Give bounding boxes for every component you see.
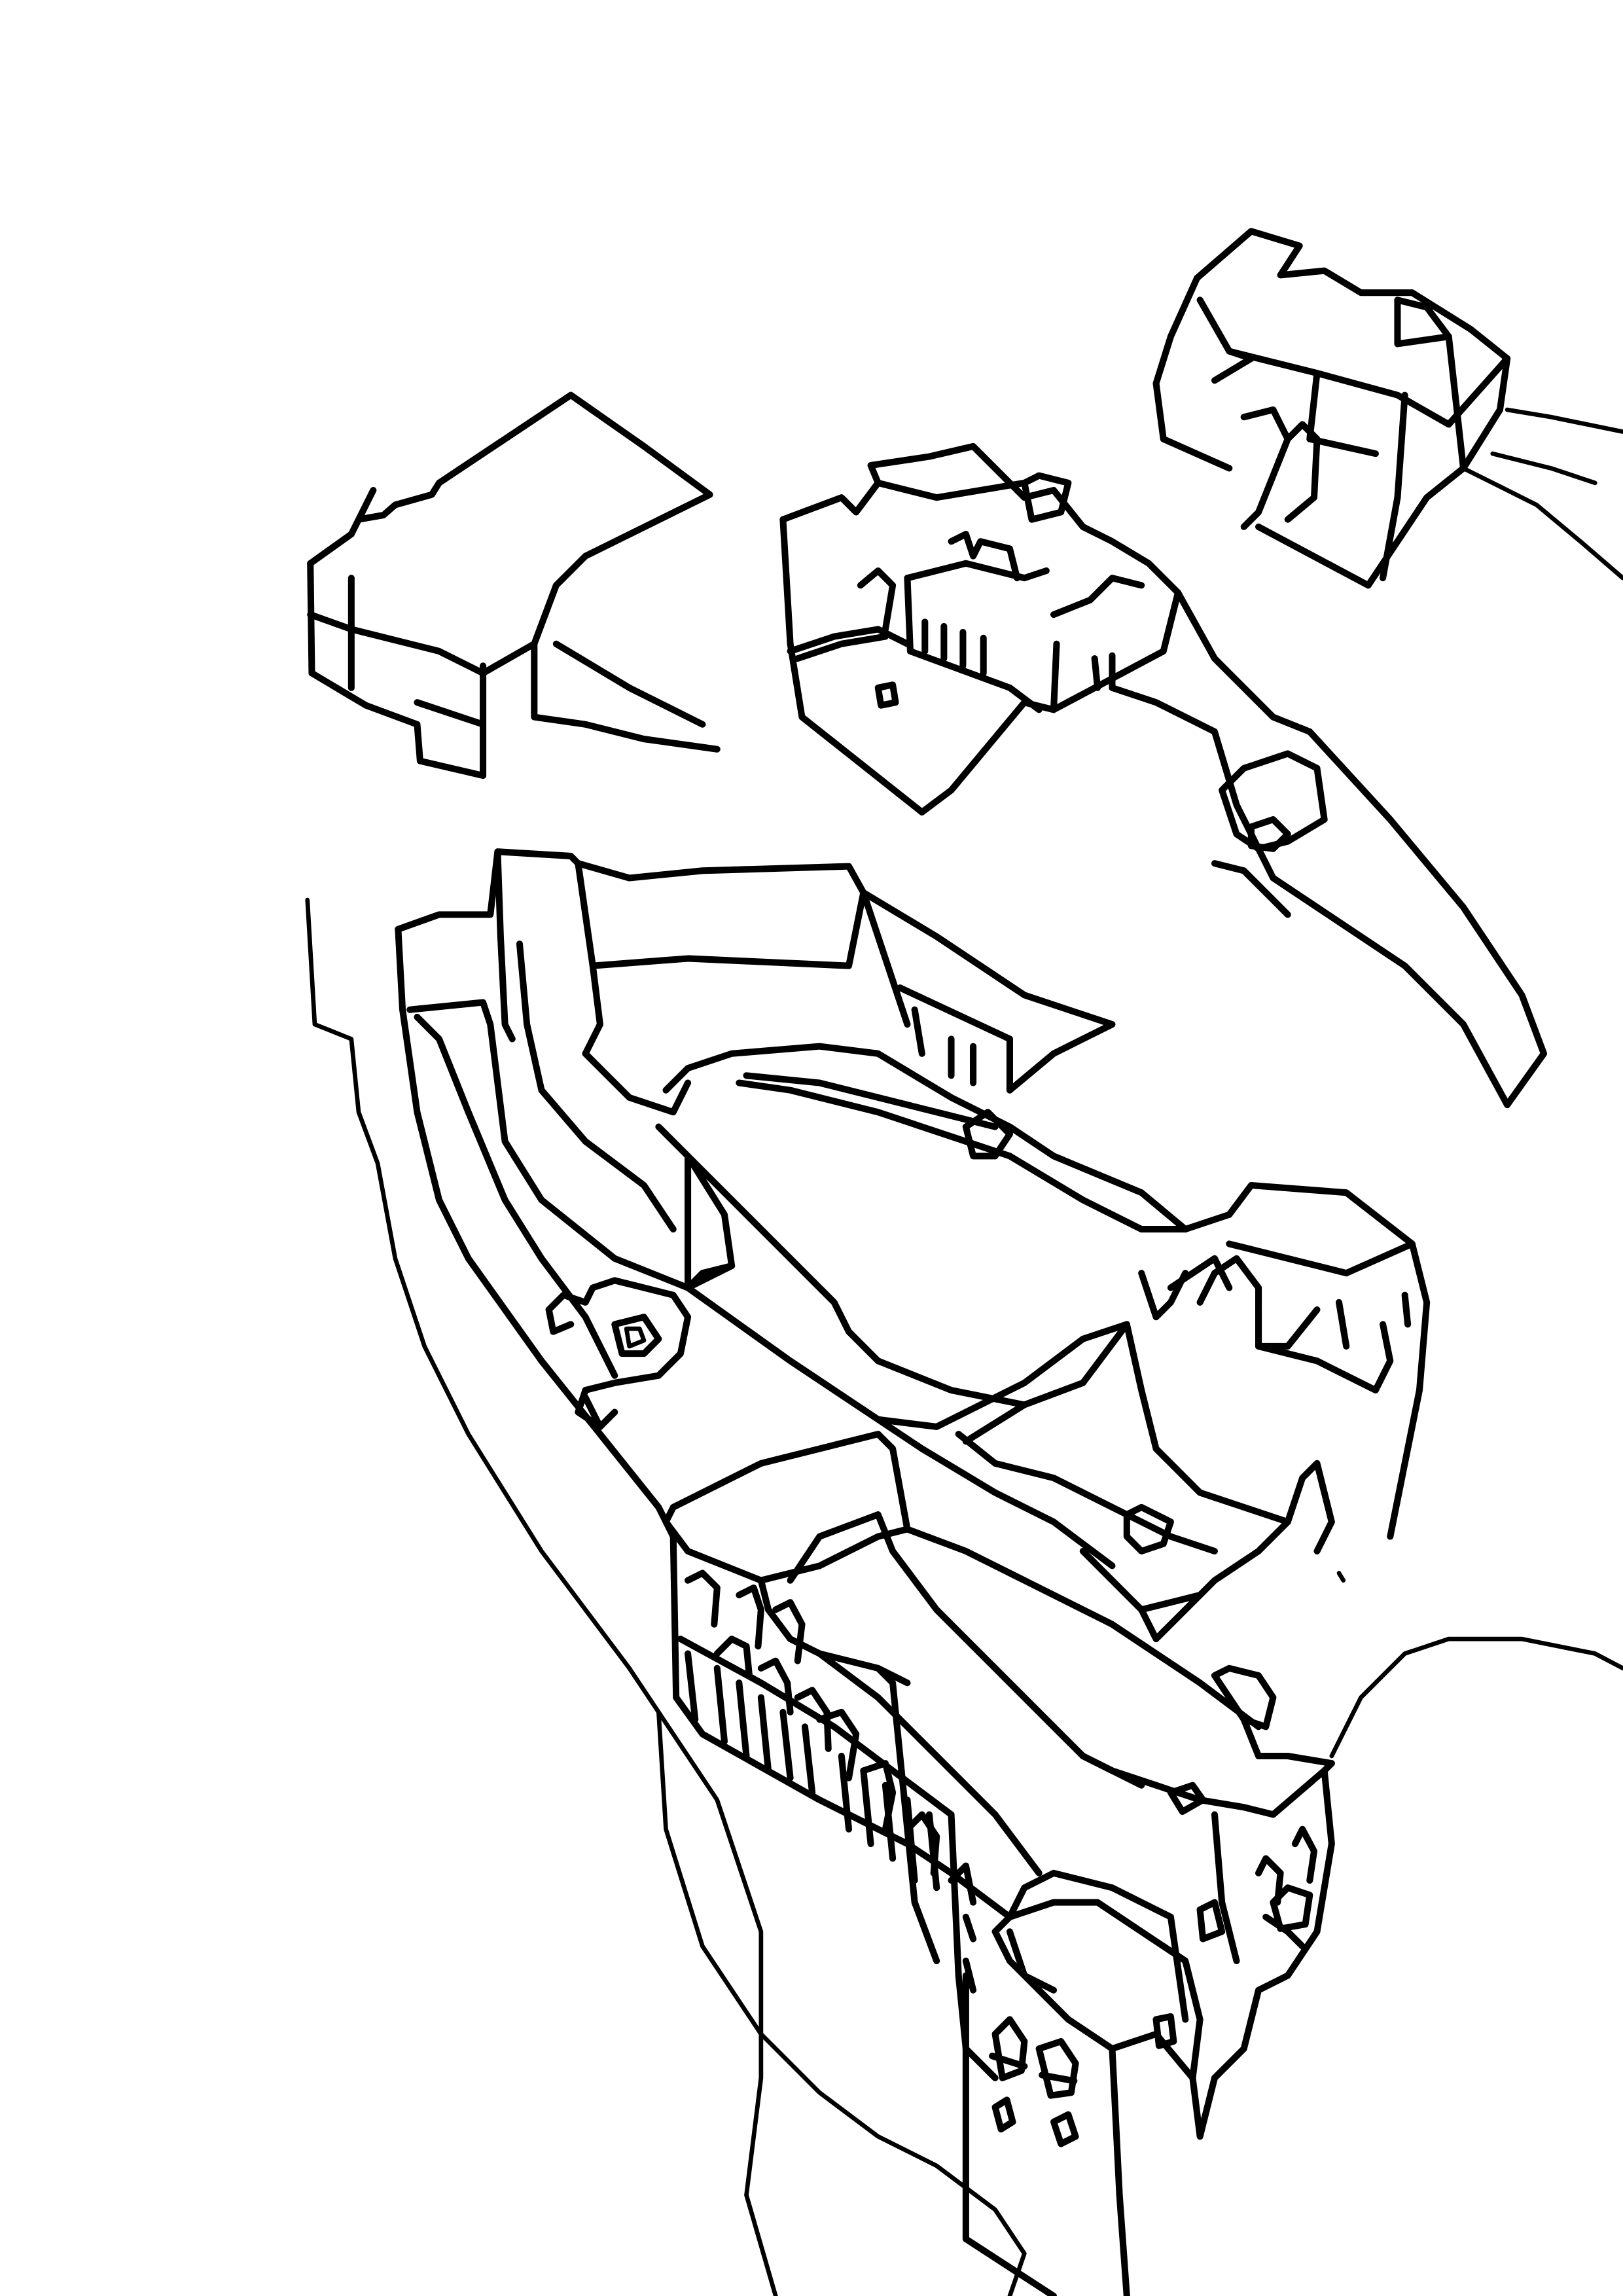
central-courtyard — [685, 1284, 1346, 1643]
site-outline — [305, 897, 1623, 2296]
fountain-left — [545, 1277, 692, 1430]
building-south-east — [1079, 1664, 1335, 2081]
building-south-main — [662, 1431, 1262, 2081]
building-top-left — [307, 391, 721, 780]
building-top-right — [1152, 228, 1623, 589]
main-complex-courtyards — [395, 848, 1431, 1540]
building-top-center — [779, 442, 1548, 1109]
building-front-tower — [962, 1899, 1218, 2296]
